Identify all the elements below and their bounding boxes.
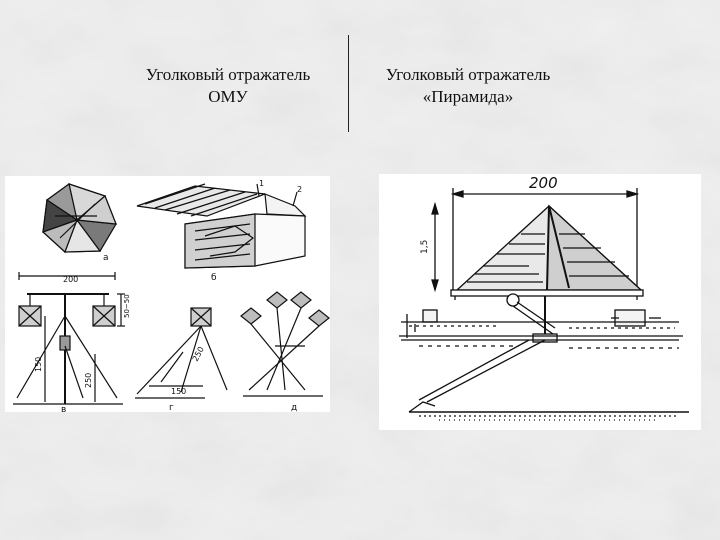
callout-1: 1 — [259, 179, 264, 188]
dim-250-mast: 250 — [84, 373, 93, 388]
vertical-divider — [348, 35, 349, 132]
dim-150-base: 150 — [171, 387, 186, 396]
omu-reflector-drawing: а 1 2 б — [5, 176, 330, 412]
caption-pyramid: Уголковый отражатель «Пирамида» — [358, 64, 578, 108]
tripod-one-reflector-sketch — [135, 307, 228, 399]
anchor-line-and-seabed — [408, 339, 689, 421]
dimension-line-200 — [450, 188, 640, 294]
caption-omu-line1: Уголковый отражатель — [145, 65, 311, 84]
reflector-cluster-sketch — [240, 291, 330, 397]
label-g: г — [169, 403, 174, 412]
label-b: б — [211, 273, 217, 283]
pyramid-reflector-drawing: 200 1,5 — [379, 174, 701, 430]
label-d: д — [291, 403, 297, 412]
dim-150-mast: 150 — [34, 357, 43, 372]
octahedron-reflector-sketch — [41, 182, 117, 254]
caption-omu: Уголковый отражатель ОМУ — [118, 64, 338, 108]
pyramid-reflector — [450, 204, 644, 300]
dim-50-50: 50~50 — [123, 294, 131, 318]
callout-2: 2 — [297, 185, 302, 194]
height-marker — [431, 201, 439, 293]
dim-250-leg: 250 — [191, 345, 206, 363]
storage-case-sketch — [136, 183, 307, 269]
caption-pyramid-line1: Уголковый отражатель — [385, 65, 551, 84]
dim-200-left: 200 — [63, 275, 78, 284]
water-surface — [399, 321, 683, 349]
caption-omu-line2: ОМУ — [208, 87, 248, 106]
mast-two-reflectors-sketch — [13, 272, 125, 405]
caption-pyramid-line2: «Пирамида» — [422, 87, 514, 106]
label-v: в — [61, 405, 66, 412]
float-and-mast — [406, 293, 661, 343]
dim-200-right: 200 — [529, 174, 558, 192]
dim-height: 1,5 — [420, 240, 430, 254]
label-a: а — [103, 253, 109, 263]
